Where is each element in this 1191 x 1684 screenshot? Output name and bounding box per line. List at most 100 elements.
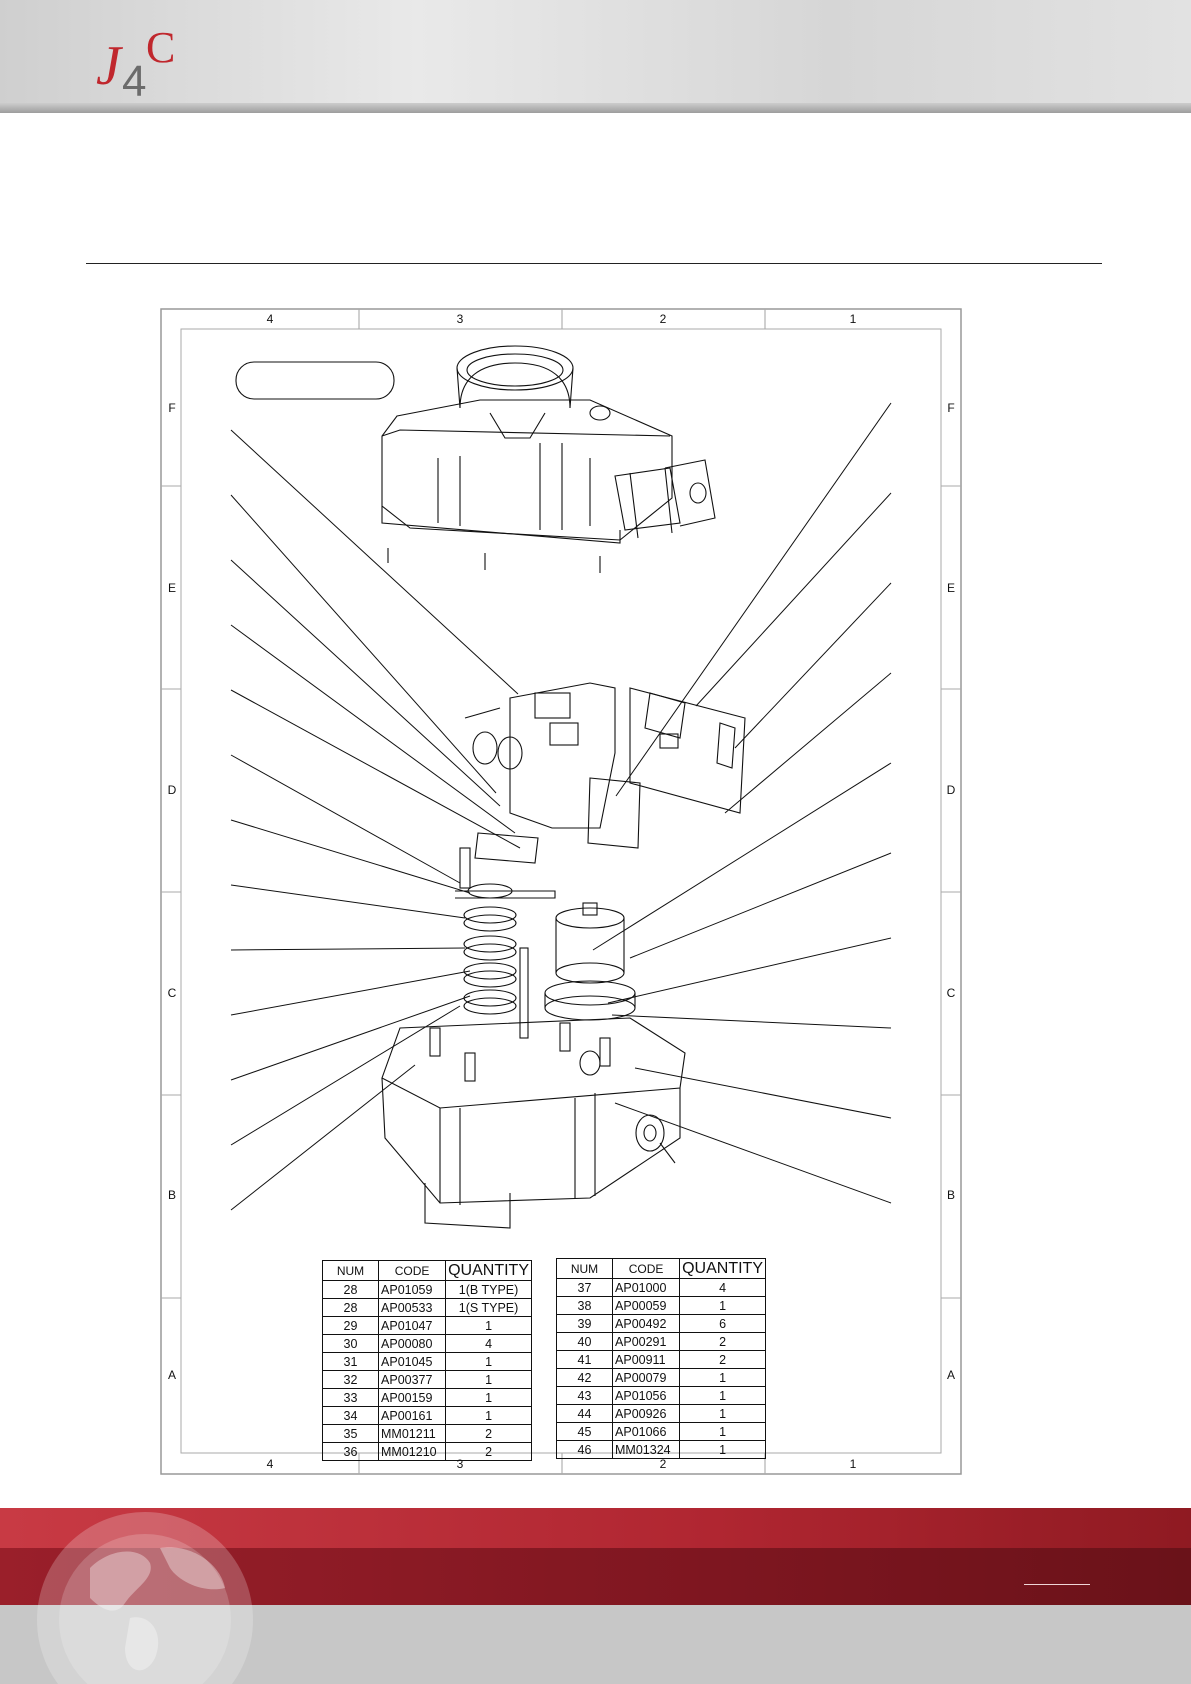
cell-quantity: 1 <box>445 1406 532 1425</box>
cell-quantity: 2 <box>679 1332 766 1351</box>
cell-num: 35 <box>321 1424 380 1443</box>
cell-code: AP00926 <box>612 1404 681 1423</box>
cell-quantity: 1 <box>445 1352 532 1371</box>
col-header-num: NUM <box>555 1258 614 1279</box>
cell-quantity: 1 <box>445 1370 532 1389</box>
col-label-bottom-2: 2 <box>660 1457 667 1471</box>
cell-code: AP00059 <box>612 1296 681 1315</box>
col-label-bottom-1: 1 <box>850 1457 857 1471</box>
row-label-right-d: D <box>947 783 956 797</box>
cell-num: 40 <box>555 1332 614 1351</box>
row-label-left-c: C <box>168 986 177 1000</box>
zone-ticks <box>161 309 961 1474</box>
cell-code: AP01047 <box>378 1316 447 1335</box>
page-header: J 4 C <box>0 0 1191 113</box>
col-header-code: CODE <box>378 1260 447 1281</box>
col-header-quantity: QUANTITY <box>445 1260 532 1281</box>
cell-code: AP00911 <box>612 1350 681 1369</box>
cell-code: AP00079 <box>612 1368 681 1387</box>
row-label-right-b: B <box>947 1188 955 1202</box>
cell-num: 41 <box>555 1350 614 1369</box>
col-label-top-3: 3 <box>457 312 464 326</box>
cell-quantity: 1 <box>679 1422 766 1441</box>
cell-code: AP01056 <box>612 1386 681 1405</box>
footer-underline <box>1024 1584 1090 1585</box>
cell-num: 36 <box>321 1442 380 1461</box>
table-header-row: NUM CODE QUANTITY <box>321 1260 532 1281</box>
cell-num: 33 <box>321 1388 380 1407</box>
cell-code: AP00377 <box>378 1370 447 1389</box>
cell-num: 34 <box>321 1406 380 1425</box>
row-label-left-d: D <box>168 783 177 797</box>
pcb-boards <box>464 682 746 864</box>
cell-quantity: 1(S TYPE) <box>445 1298 532 1317</box>
cell-quantity: 2 <box>679 1350 766 1369</box>
cell-code: AP01066 <box>612 1422 681 1441</box>
cell-quantity: 2 <box>445 1424 532 1443</box>
cell-quantity: 6 <box>679 1314 766 1333</box>
col-label-top-4: 4 <box>267 312 274 326</box>
cell-num: 43 <box>555 1386 614 1405</box>
svg-text:J: J <box>96 35 124 97</box>
cell-code: AP01045 <box>378 1352 447 1371</box>
svg-text:4: 4 <box>122 57 146 98</box>
cell-num: 28 <box>321 1298 380 1317</box>
cell-code: AP00492 <box>612 1314 681 1333</box>
svg-text:C: C <box>146 26 175 72</box>
cell-num: 31 <box>321 1352 380 1371</box>
row-label-right-a: A <box>947 1368 955 1382</box>
cell-code: AP00080 <box>378 1334 447 1353</box>
cell-num: 37 <box>555 1278 614 1297</box>
cell-code: AP00533 <box>378 1298 447 1317</box>
cell-num: 39 <box>555 1314 614 1333</box>
cell-code: AP01000 <box>612 1278 681 1297</box>
j4c-logo: J 4 C <box>96 26 175 98</box>
col-header-code: CODE <box>612 1258 681 1279</box>
cell-quantity: 1(B TYPE) <box>445 1280 532 1299</box>
cell-quantity: 2 <box>445 1442 532 1461</box>
cell-num: 46 <box>555 1440 614 1459</box>
gear-stack <box>455 847 556 1039</box>
row-label-right-e: E <box>947 581 955 595</box>
cell-quantity: 1 <box>445 1388 532 1407</box>
cell-quantity: 1 <box>679 1368 766 1387</box>
cell-quantity: 1 <box>679 1404 766 1423</box>
motor <box>544 902 636 1021</box>
header-shade <box>0 103 1191 113</box>
row-label-left-f: F <box>168 401 175 415</box>
col-header-quantity: QUANTITY <box>679 1258 766 1279</box>
col-label-bottom-4: 4 <box>267 1457 274 1471</box>
footer-band-top <box>0 1508 1191 1548</box>
col-label-top-2: 2 <box>660 312 667 326</box>
cell-num: 38 <box>555 1296 614 1315</box>
cell-code: MM01324 <box>612 1440 681 1459</box>
base-housing <box>381 1017 686 1229</box>
cell-code: AP00291 <box>612 1332 681 1351</box>
cell-quantity: 1 <box>679 1440 766 1459</box>
cell-code: MM01211 <box>378 1424 447 1443</box>
cell-num: 44 <box>555 1404 614 1423</box>
cell-quantity: 1 <box>445 1316 532 1335</box>
row-label-right-f: F <box>947 401 954 415</box>
exploded-view-drawing: 4 3 2 1 4 3 2 1 F E D C B A F E D C B A <box>160 308 962 1475</box>
row-label-right-c: C <box>947 986 956 1000</box>
cell-quantity: 1 <box>679 1386 766 1405</box>
cell-code: AP00159 <box>378 1388 447 1407</box>
header-rule <box>86 263 1102 264</box>
